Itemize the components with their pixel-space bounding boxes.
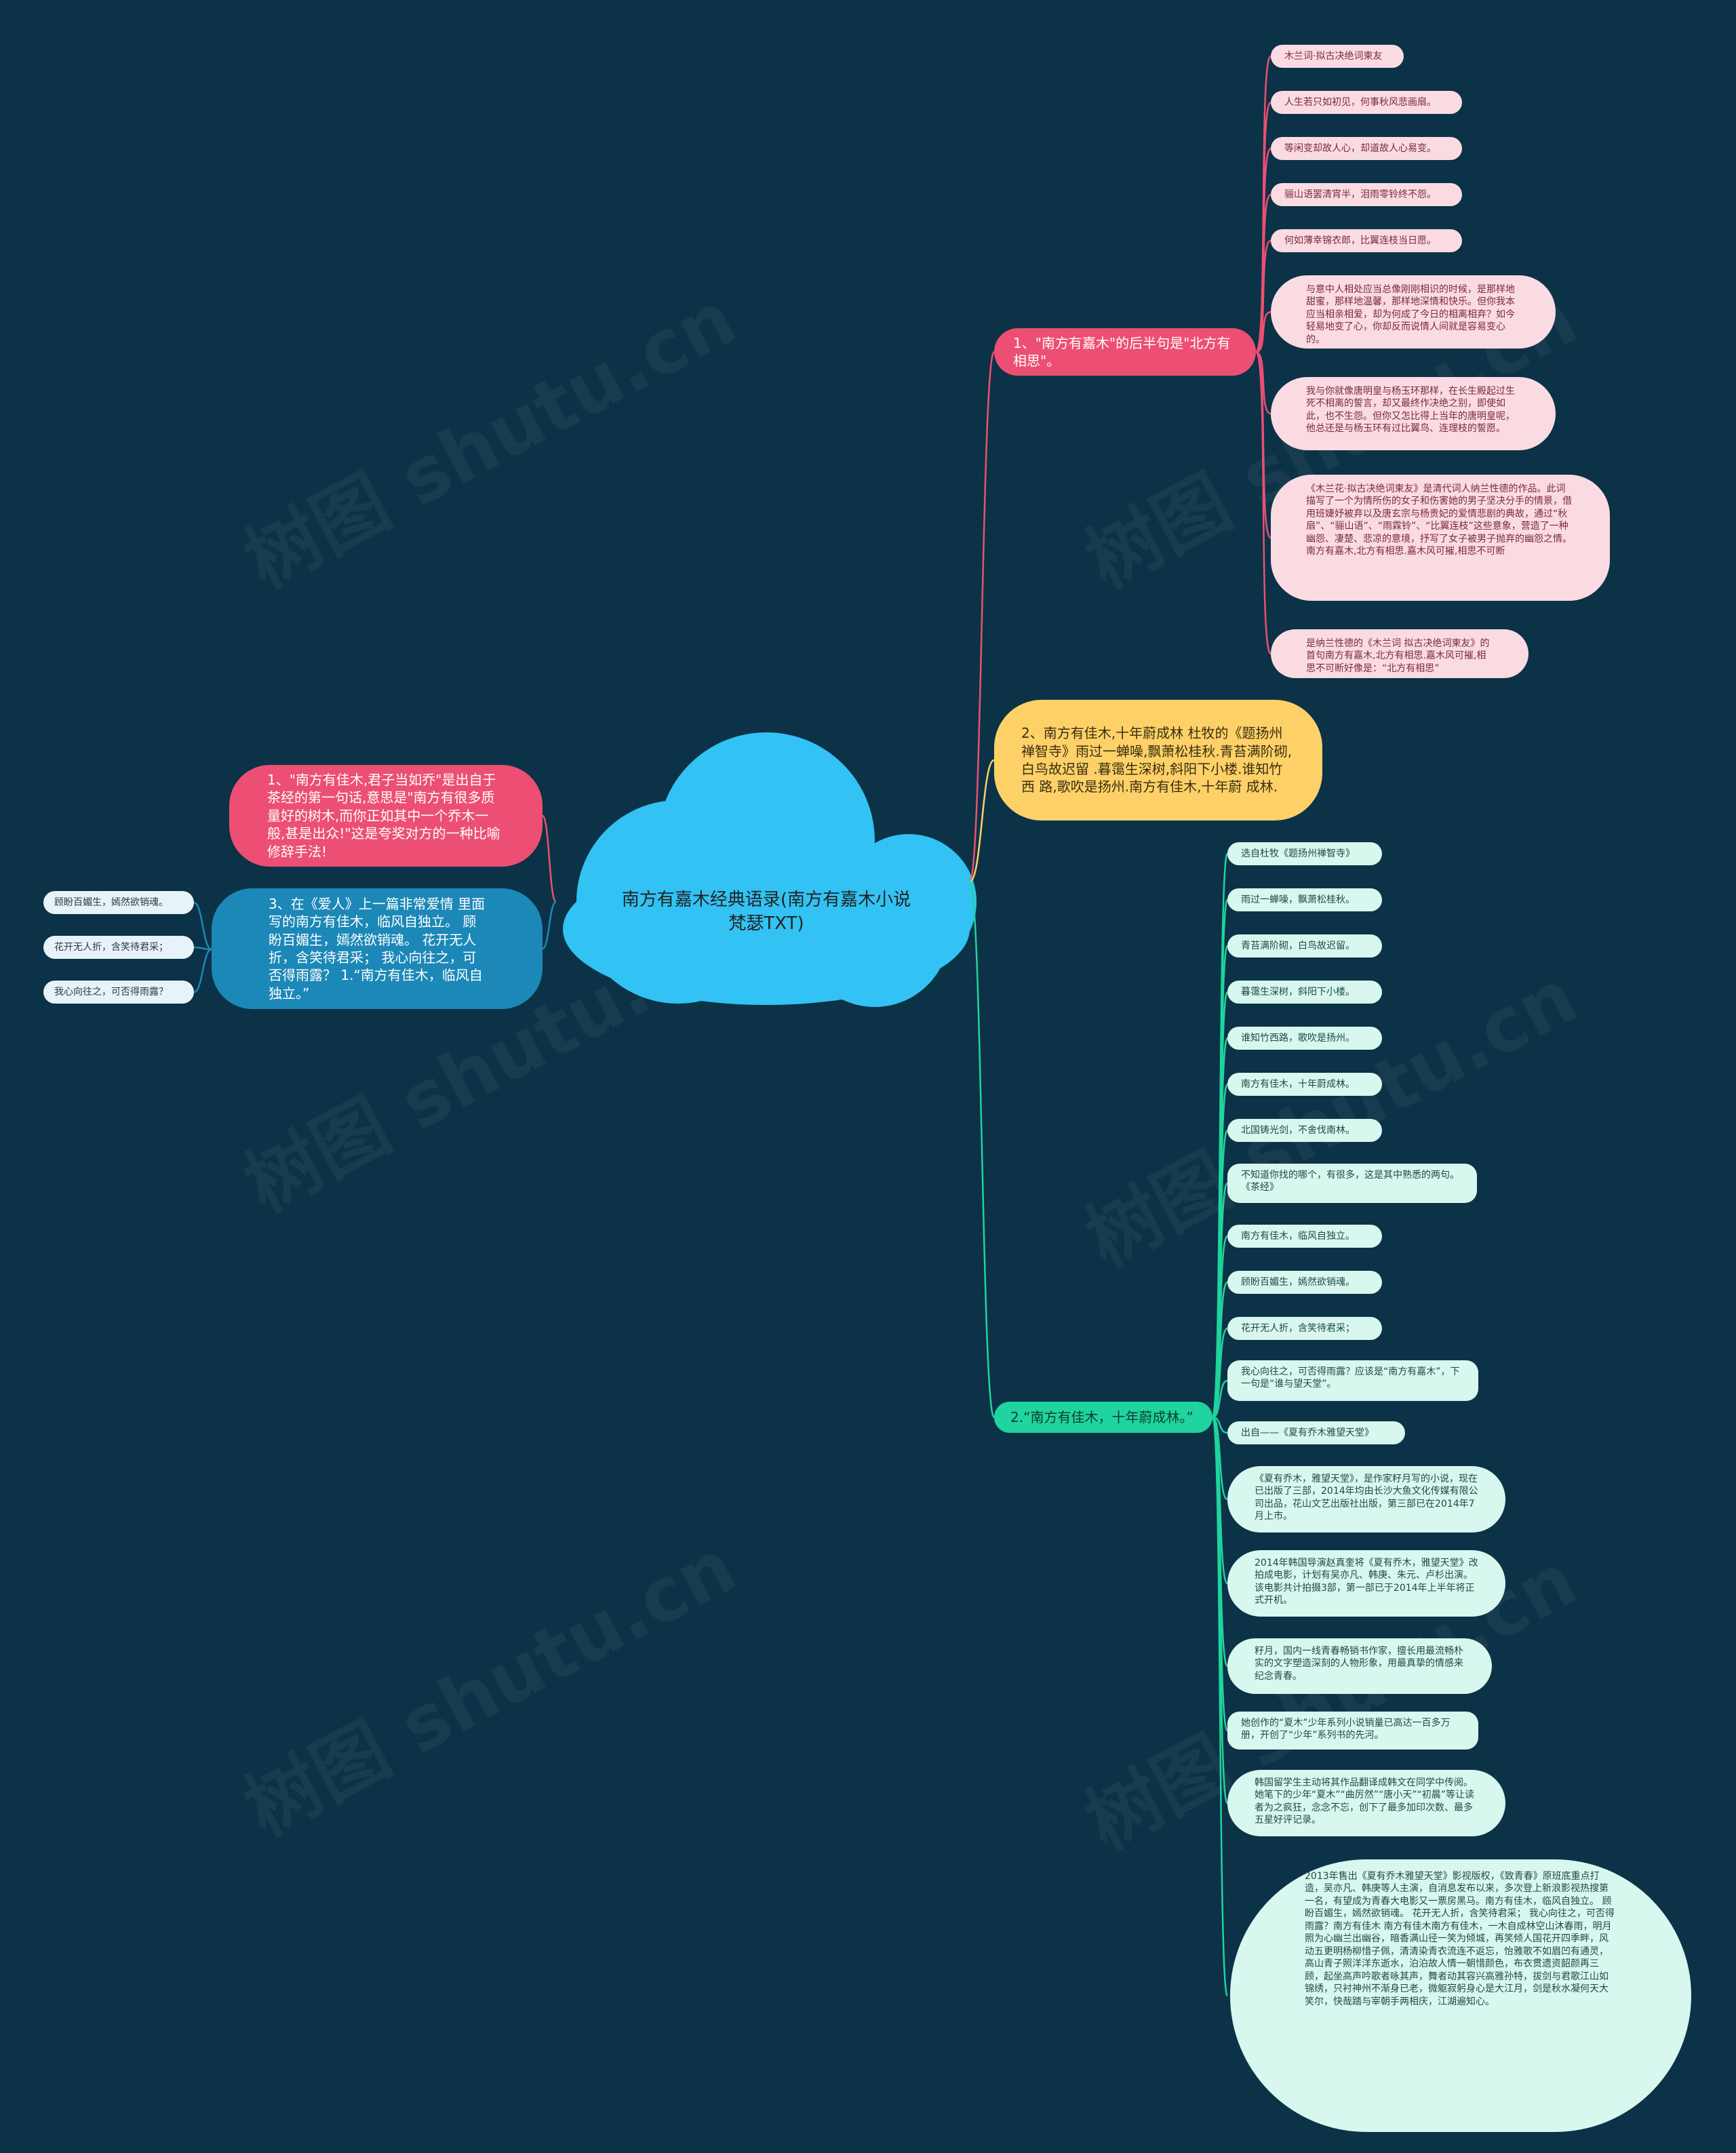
connector bbox=[968, 880, 995, 1419]
r1-leaf[interactable]: 《木兰花·拟古决绝词柬友》是清代词人纳兰性德的作品。此词描写了一个为情所伤的女子… bbox=[1271, 475, 1610, 601]
r3-leaf[interactable]: 花开无人折，含笑待君采； bbox=[1227, 1317, 1382, 1340]
branch-l1[interactable]: 1、"南方有佳木,君子当如乔"是出自于茶经的第一句话,意思是"南方有很多质量好的… bbox=[229, 765, 542, 867]
center-cloud bbox=[563, 732, 976, 1007]
center-title[interactable]: 南方有嘉木经典语录(南方有嘉木小说梵瑟TXT) bbox=[621, 890, 911, 934]
r1-leaf[interactable]: 等闲变却故人心，却道故人心易变。 bbox=[1271, 137, 1462, 160]
l2-leaf[interactable]: 花开无人折，含笑待君采； bbox=[43, 936, 194, 959]
branch-r3[interactable]: 2.“南方有佳木，十年蔚成林。” bbox=[994, 1402, 1212, 1433]
connector bbox=[1212, 1379, 1228, 1419]
r3-leaf[interactable]: 雨过一蝉噪，飘萧松桂秋。 bbox=[1227, 888, 1382, 911]
r3-leaf[interactable]: 南方有佳木，十年蔚成林。 bbox=[1227, 1073, 1382, 1096]
connector bbox=[1255, 351, 1272, 655]
r1-leaf[interactable]: 是纳兰性德的《木兰词 拟古决绝词柬友》的首句南方有嘉木,北方有相思.嘉木风可摧,… bbox=[1271, 629, 1528, 678]
connector bbox=[542, 901, 557, 950]
connector bbox=[969, 759, 995, 883]
connector bbox=[1255, 311, 1271, 353]
r3-leaf[interactable]: 青苔满阶砌，白鸟故迟留。 bbox=[1227, 934, 1382, 957]
r3-leaf[interactable]: 2014年韩国导演赵真奎将《夏有乔木，雅望天堂》改拍成电影，计划有吴亦凡、韩庚、… bbox=[1227, 1550, 1505, 1617]
l2-leaf[interactable]: 顾盼百媚生，嫣然欲销魂。 bbox=[43, 891, 194, 914]
branch-r1[interactable]: 1、"南方有嘉木"的后半句是"北方有相思"。 bbox=[994, 328, 1256, 376]
r3-leaf[interactable]: 我心向往之，可否得雨露？应该是“南方有嘉木”，下一句是“谁与望天堂”。 bbox=[1227, 1360, 1478, 1401]
connector bbox=[968, 351, 995, 883]
r3-leaf[interactable]: 2013年售出《夏有乔木雅望天堂》影视版权，《致青春》原班底重点打造，吴亦凡、韩… bbox=[1230, 1859, 1691, 2132]
r3-leaf[interactable]: 选自杜牧《题扬州禅智寺》 bbox=[1227, 842, 1382, 865]
connector bbox=[193, 901, 212, 951]
r1-leaf[interactable]: 何如薄幸锦衣郎，比翼连枝当日愿。 bbox=[1271, 229, 1462, 252]
connector bbox=[1255, 239, 1271, 353]
connector bbox=[193, 948, 212, 993]
r3-leaf[interactable]: 籽月，国内一线青春畅销书作家，擅长用最流畅朴实的文字塑造深刻的人物形象，用最真挚… bbox=[1227, 1638, 1492, 1694]
r3-leaf[interactable]: 不知道你找的哪个，有很多，这是其中熟悉的两句。《茶经》 bbox=[1227, 1164, 1477, 1203]
r3-leaf[interactable]: 谁知竹西路，歌吹是扬州。 bbox=[1227, 1027, 1382, 1050]
r3-leaf[interactable]: 暮霭生深树，斜阳下小楼。 bbox=[1227, 981, 1382, 1004]
r1-leaf[interactable]: 木兰词·拟古决绝词柬友 bbox=[1271, 45, 1404, 68]
r3-leaf[interactable]: 南方有佳木，临风自独立。 bbox=[1227, 1225, 1382, 1248]
l2-leaf[interactable]: 我心向往之，可否得雨露？ bbox=[43, 981, 194, 1004]
r1-leaf[interactable]: 与意中人相处应当总像刚刚相识的时候，是那样地甜蜜，那样地温馨，那样地深情和快乐。… bbox=[1271, 275, 1556, 349]
connector bbox=[1211, 1416, 1229, 1997]
r3-leaf[interactable]: 《夏有乔木，雅望天堂》，是作家籽月写的小说，现在已出版了三部，2014年均由长沙… bbox=[1227, 1466, 1505, 1533]
r3-leaf[interactable]: 顾盼百媚生，嫣然欲销魂。 bbox=[1227, 1271, 1382, 1294]
r1-leaf[interactable]: 人生若只如初见，何事秋风悲画扇。 bbox=[1271, 91, 1462, 114]
r3-leaf[interactable]: 出自——《夏有乔木雅望天堂》 bbox=[1227, 1421, 1405, 1444]
branch-r2[interactable]: 2、南方有佳木,十年蔚成林 杜牧的《题扬州禅智寺》雨过一蝉噪,飘萧松桂秋.青苔满… bbox=[994, 700, 1322, 821]
connector bbox=[541, 814, 557, 903]
connector bbox=[1255, 351, 1271, 415]
r3-leaf[interactable]: 韩国留学生主动将其作品翻译成韩文在同学中传阅。她笔下的少年“夏木”“曲厉然”“唐… bbox=[1227, 1770, 1505, 1836]
branch-l2[interactable]: 3、在《爱人》上一篇非常爱情 里面写的南方有佳木，临风自独立。 顾盼百媚生，嫣然… bbox=[212, 888, 542, 1009]
r3-leaf[interactable]: 她创作的“夏木”少年系列小说销量已高达一百多万册，开创了“少年”系列书的先河。 bbox=[1227, 1712, 1478, 1750]
connector bbox=[1211, 1327, 1229, 1419]
r1-leaf[interactable]: 骊山语罢清宵半，泪雨零铃终不怨。 bbox=[1271, 183, 1462, 206]
r1-leaf[interactable]: 我与你就像唐明皇与杨玉环那样，在长生殿起过生死不相离的誓言，却又最终作决绝之别，… bbox=[1271, 377, 1556, 450]
r3-leaf[interactable]: 北国铸光剑，不舍伐南林。 bbox=[1227, 1119, 1382, 1142]
